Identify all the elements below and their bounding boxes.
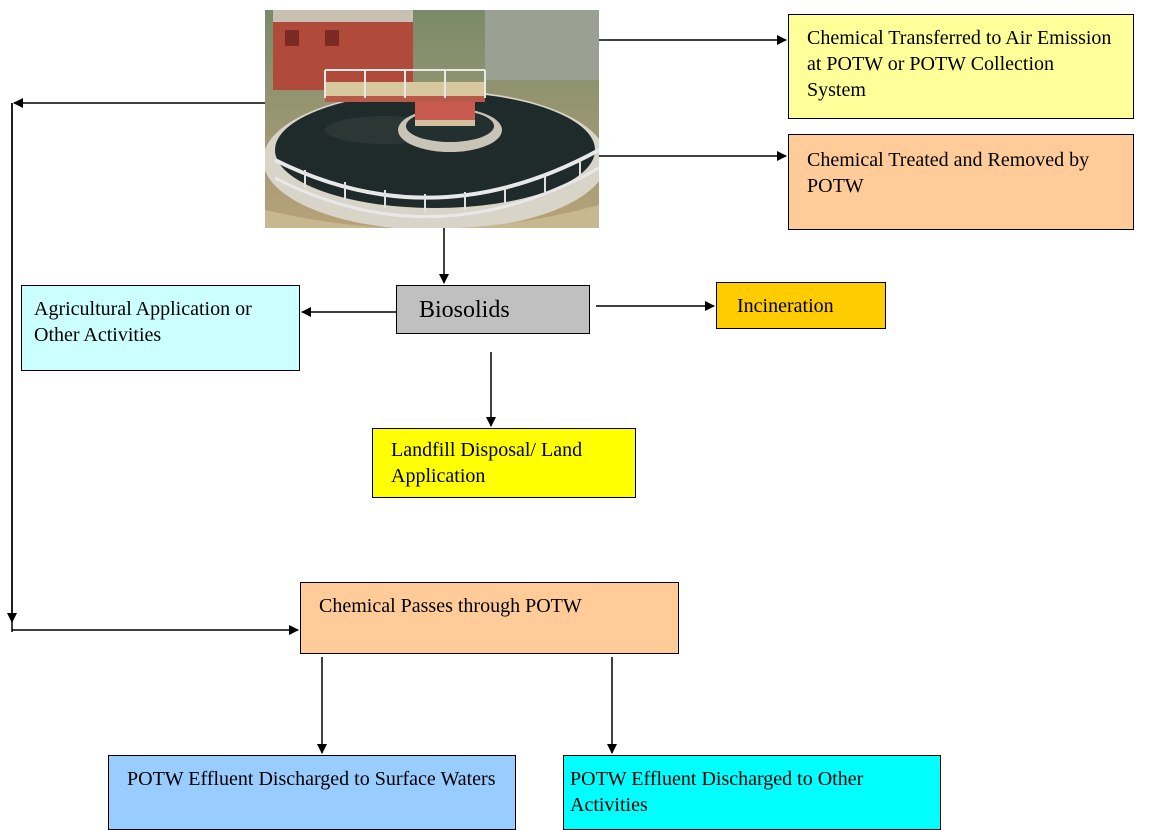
passes-through-label: Chemical Passes through POTW [319,595,582,617]
treated-removed-box: Chemical Treated and Removed by POTW [788,134,1134,230]
other-activities-label: POTW Effluent Discharged to Other Activi… [570,768,864,816]
biosolids-box: Biosolids [396,285,590,334]
agricultural-label: Agricultural Application or Other Activi… [34,298,252,346]
passes-through-box: Chemical Passes through POTW [300,582,679,654]
landfill-label: Landfill Disposal/ Land Application [391,439,583,487]
treated-removed-label: Chemical Treated and Removed by POTW [807,149,1090,197]
air-emission-box: Chemical Transferred to Air Emission at … [788,14,1134,119]
landfill-box: Landfill Disposal/ Land Application [372,428,636,498]
incineration-box: Incineration [716,282,886,329]
incineration-label: Incineration [737,295,834,317]
biosolids-label: Biosolids [419,297,510,323]
potw-plant-photo [265,10,599,228]
air-emission-label: Chemical Transferred to Air Emission at … [807,27,1112,101]
surface-waters-label: POTW Effluent Discharged to Surface Wate… [127,768,496,790]
agricultural-box: Agricultural Application or Other Activi… [21,285,300,371]
surface-waters-box: POTW Effluent Discharged to Surface Wate… [108,755,516,830]
